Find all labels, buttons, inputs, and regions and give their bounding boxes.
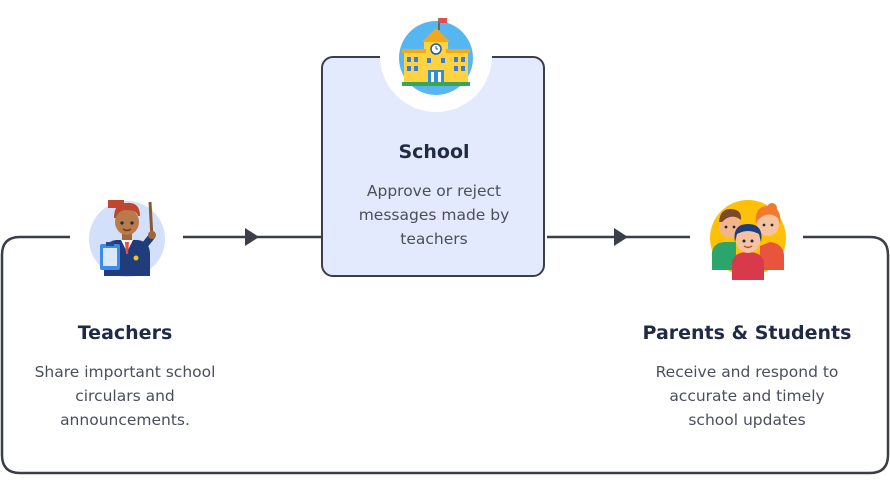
parents-students-icon: [710, 200, 786, 280]
parents-students-title: Parents & Students: [642, 322, 852, 344]
teacher-icon: [89, 200, 165, 277]
parents-students-description: Receive and respond to accurate and time…: [655, 363, 839, 429]
teachers-title: Teachers: [77, 322, 173, 344]
arrow-head-left: [245, 228, 259, 246]
outer-frame-left: [0, 235, 890, 475]
school-description: Approve or reject messages made by teach…: [358, 182, 510, 248]
teachers-description: Share important school circulars and ann…: [34, 363, 216, 429]
arrow-head-right: [614, 228, 628, 246]
school-building-icon: [399, 18, 473, 95]
school-title: School: [398, 141, 470, 163]
